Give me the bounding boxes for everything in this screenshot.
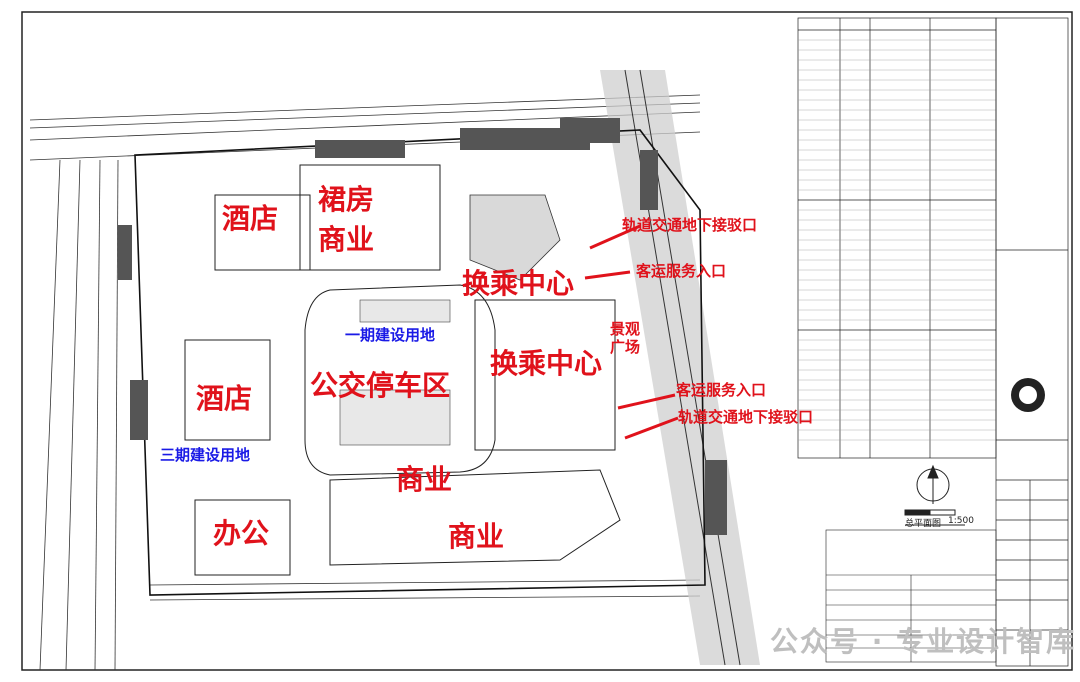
watermark: 公众号 · 专业设计智库 [770,625,1077,658]
label-office: 办公 [213,517,270,550]
label-hotel-left: 酒店 [196,382,253,415]
west-parking-rows [118,225,148,440]
podium-block [299,164,441,271]
label-transfer-upper: 换乘中心 [462,267,575,300]
label-rail-entry-upper: 轨道交通地下接驳口 [622,216,758,234]
scale-bar [904,509,956,516]
label-commerce-center: 商业 [396,463,453,496]
label-landscape-line1: 景观 [610,320,641,338]
sheet-border [21,11,1073,671]
hotel-top-block [214,194,311,271]
label-landscape-line2: 广场 [610,338,641,356]
label-coach-entry-upper: 客运服务入口 [636,262,727,280]
plan-title: 总平面图 [905,519,942,529]
north-arrow [916,464,950,504]
label-coach-entry-lower: 客运服务入口 [676,381,767,399]
label-phase1: 一期建设用地 [345,326,436,344]
label-transfer-lower: 换乘中心 [490,347,603,380]
label-rail-entry-lower: 轨道交通地下接驳口 [678,408,814,426]
commerce-center-block [329,469,621,566]
north-parking-rows [315,118,620,158]
label-podium-line2: 商业 [318,223,375,256]
label-hotel-top: 酒店 [222,202,279,235]
plan-scale: 1:500 [948,516,974,526]
transfer-center-block [474,299,616,451]
label-podium-line1: 裙房 [318,183,375,216]
label-bus-depot: 公交停车区 [310,369,451,402]
west-road [39,159,119,671]
transfer-top-structure [469,194,561,281]
label-commerce-bottom: 商业 [448,520,505,553]
bus-depot-area [304,284,496,476]
hotel-left-block [184,339,271,441]
data-table-rows [798,39,996,441]
office-block [194,499,291,576]
entry-arrows [584,224,679,440]
label-phase3: 三期建设用地 [160,446,251,464]
title-block [995,17,1069,667]
rail-vehicles [640,150,727,535]
south-passage [149,579,701,601]
bus-parking-stalls [339,299,451,446]
